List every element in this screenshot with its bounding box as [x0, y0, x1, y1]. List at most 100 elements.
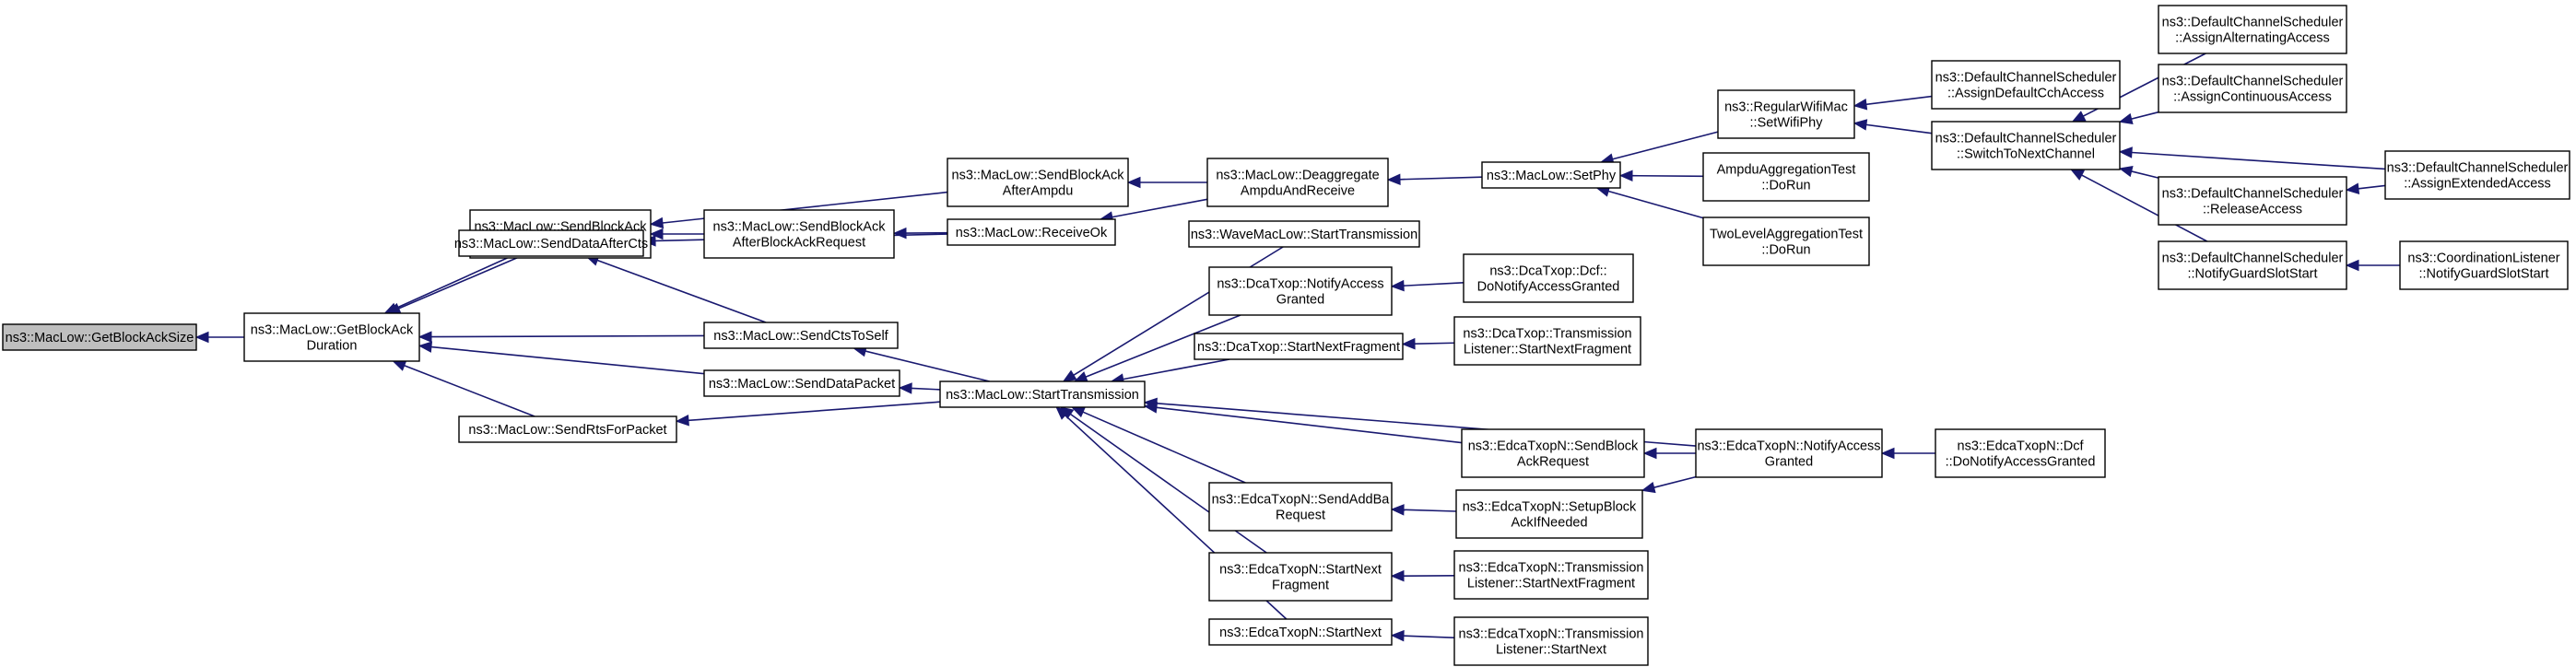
arrow-head-icon [418, 331, 432, 343]
node-label: ns3::DefaultChannelScheduler [2162, 16, 2344, 30]
node-assigncontinuous[interactable]: ns3::DefaultChannelScheduler::AssignCont… [2158, 64, 2347, 113]
node-releaseaccess[interactable]: ns3::DefaultChannelScheduler::ReleaseAcc… [2158, 176, 2347, 226]
node-box[interactable] [1208, 618, 1393, 646]
node-switchtonext[interactable]: ns3::DefaultChannelScheduler::SwitchToNe… [1931, 121, 2121, 170]
node-box[interactable] [2384, 150, 2570, 200]
node-sendrtsforpacket[interactable]: ns3::MacLow::SendRtsForPacket [458, 415, 677, 443]
node-box[interactable] [1463, 253, 1634, 303]
node-label: Listener::StartNext [1496, 643, 1606, 658]
node-assignalternating[interactable]: ns3::DefaultChannelScheduler::AssignAlte… [2158, 5, 2347, 54]
node-regularsetwifiphy[interactable]: ns3::RegularWifiMac::SetWifiPhy [1717, 89, 1855, 139]
node-box[interactable] [1194, 333, 1404, 360]
node-box[interactable] [1931, 60, 2121, 110]
arrow-head-icon [898, 382, 912, 394]
node-coordlistener[interactable]: ns3::CoordinationListener::NotifyGuardSl… [2399, 240, 2569, 290]
node-box[interactable] [1461, 428, 1645, 478]
node-notifyguardslot[interactable]: ns3::DefaultChannelScheduler::NotifyGuar… [2158, 240, 2347, 290]
node-box[interactable] [2158, 5, 2347, 54]
node-box[interactable] [703, 322, 899, 349]
node-box[interactable] [1935, 428, 2106, 478]
node-box[interactable] [1208, 266, 1393, 316]
edge-line [2081, 174, 2208, 242]
node-label: ns3::DefaultChannelScheduler [2162, 252, 2344, 266]
call-edge [1853, 119, 1933, 135]
node-edcatxlistenernext[interactable]: ns3::EdcaTxopN::TransmissionListener::St… [1453, 616, 1649, 666]
node-getblockacksize[interactable]: ns3::MacLow::GetBlockAckSize [2, 323, 197, 351]
node-edcatxlistenerfrag[interactable]: ns3::EdcaTxopN::TransmissionListener::St… [1453, 550, 1649, 600]
arrow-head-icon [1401, 337, 1416, 350]
node-label: ::NotifyGuardSlotStart [2187, 267, 2317, 282]
node-dcatxlistener[interactable]: ns3::DcaTxop::TransmissionListener::Star… [1453, 316, 1641, 366]
node-edcastartnext[interactable]: ns3::EdcaTxopN::StartNext [1208, 618, 1393, 646]
node-label: ns3::EdcaTxopN::Transmission [1459, 627, 1644, 642]
node-box[interactable] [1931, 121, 2121, 170]
arrow-head-icon [2345, 259, 2359, 272]
node-box[interactable] [1453, 550, 1649, 600]
node-box[interactable] [1695, 428, 1883, 478]
node-wavestarttx[interactable]: ns3::WaveMacLow::StartTransmission [1188, 220, 1420, 248]
node-label: ::AssignDefaultCchAccess [1947, 87, 2104, 101]
node-dcastartnext[interactable]: ns3::DcaTxop::StartNextFragment [1194, 333, 1404, 360]
node-assigndefaultcch[interactable]: ns3::DefaultChannelScheduler::AssignDefa… [1931, 60, 2121, 110]
node-box[interactable] [947, 218, 1116, 246]
node-senddatapacket[interactable]: ns3::MacLow::SendDataPacket [703, 369, 900, 397]
node-box[interactable] [2158, 176, 2347, 226]
node-assignextended[interactable]: ns3::DefaultChannelScheduler::AssignExte… [2384, 150, 2570, 200]
edge-line [2358, 184, 2386, 190]
node-edcadcfnotify[interactable]: ns3::EdcaTxopN::Dcf::DoNotifyAccessGrant… [1935, 428, 2106, 478]
node-label: ns3::DefaultChannelScheduler [2162, 187, 2344, 202]
edge-line [1403, 281, 1464, 287]
edge-line [596, 259, 767, 323]
node-box[interactable] [1455, 489, 1643, 539]
node-edcastartnextfrag[interactable]: ns3::EdcaTxopN::StartNextFragment [1208, 552, 1393, 602]
call-edge [1618, 170, 1704, 181]
node-label: ns3::MacLow::StartTransmission [946, 388, 1139, 403]
node-ampdutest[interactable]: AmpduAggregationTest::DoRun [1702, 152, 1870, 202]
node-box[interactable] [703, 369, 900, 397]
call-edge [584, 254, 767, 323]
node-box[interactable] [1702, 152, 1870, 202]
node-box[interactable] [1208, 482, 1393, 532]
call-edge [1853, 95, 1933, 111]
node-box[interactable] [939, 380, 1146, 408]
node-sendblockackafterbar[interactable]: ns3::MacLow::SendBlockAckAfterBlockAckRe… [703, 209, 895, 259]
arrow-head-icon [1642, 447, 1657, 460]
node-box[interactable] [1188, 220, 1420, 248]
node-label: ::SwitchToNextChannel [1957, 147, 2095, 162]
node-senddataafterccts[interactable]: ns3::MacLow::SendDataAfterCts [454, 229, 648, 257]
node-box[interactable] [243, 312, 420, 362]
node-label: Granted [1765, 455, 1813, 470]
node-twoleveltest[interactable]: TwoLevelAggregationTest::DoRun [1702, 216, 1870, 266]
node-box[interactable] [1453, 616, 1649, 666]
node-box[interactable] [1206, 158, 1389, 207]
node-box[interactable] [1717, 89, 1855, 139]
edge-line [395, 257, 508, 310]
node-box[interactable] [458, 229, 644, 257]
node-box[interactable] [703, 209, 895, 259]
node-box[interactable] [458, 415, 677, 443]
node-box[interactable] [2399, 240, 2569, 290]
node-box[interactable] [1481, 161, 1621, 189]
node-starttransmission[interactable]: ns3::MacLow::StartTransmission [939, 380, 1146, 408]
node-setphy[interactable]: ns3::MacLow::SetPhy [1481, 161, 1621, 189]
node-box[interactable] [1702, 216, 1870, 266]
node-receiveok[interactable]: ns3::MacLow::ReceiveOk [947, 218, 1116, 246]
call-edge [1386, 173, 1483, 186]
node-box[interactable] [947, 158, 1129, 207]
node-dcadcfnotify[interactable]: ns3::DcaTxop::Dcf::DoNotifyAccessGranted [1463, 253, 1634, 303]
node-sendctstoself[interactable]: ns3::MacLow::SendCtsToSelf [703, 322, 899, 349]
node-box[interactable] [2158, 240, 2347, 290]
edge-line [1631, 174, 1704, 178]
node-box[interactable] [1453, 316, 1641, 366]
node-box[interactable] [1208, 552, 1393, 602]
node-dcanotify[interactable]: ns3::DcaTxop::NotifyAccessGranted [1208, 266, 1393, 316]
node-box[interactable] [2, 323, 197, 351]
node-box[interactable] [2158, 64, 2347, 113]
node-edcanotify[interactable]: ns3::EdcaTxopN::NotifyAccessGranted [1695, 428, 1883, 478]
